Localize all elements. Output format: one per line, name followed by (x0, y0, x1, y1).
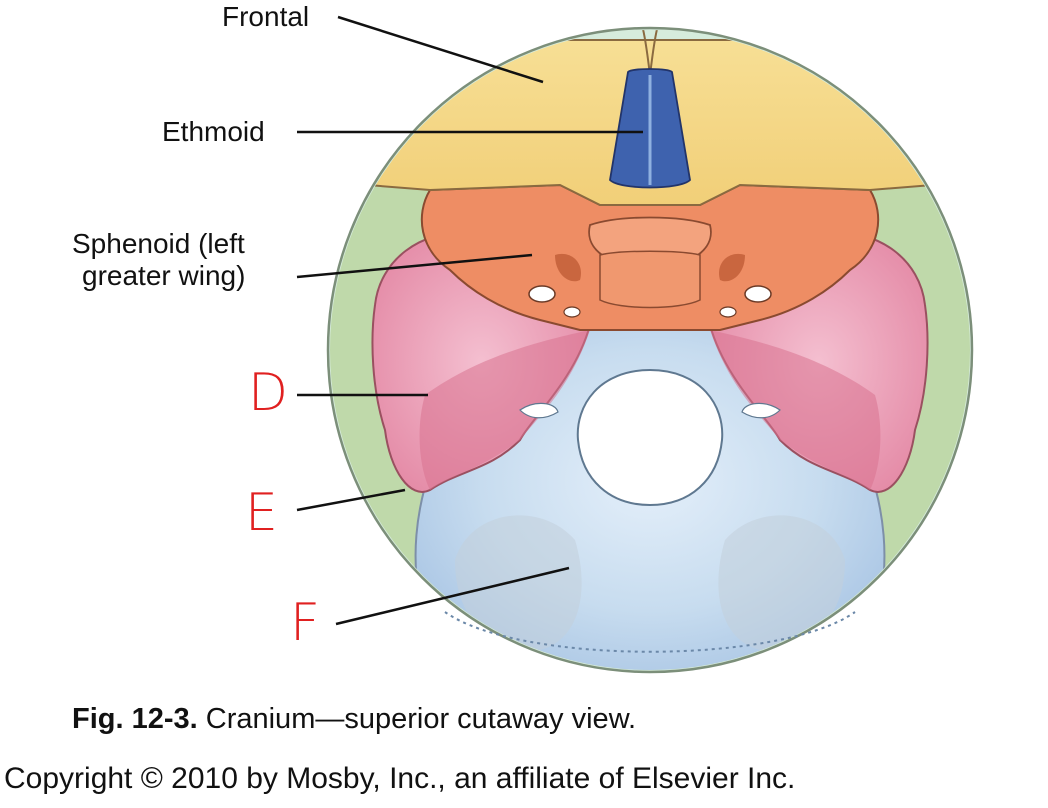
e-leader-line (296, 488, 406, 512)
ethmoid-label: Ethmoid (162, 116, 265, 147)
leader-lines (296, 15, 643, 626)
figure-caption-text: Cranium—superior cutaway view. (197, 703, 637, 735)
handwritten-e-label: E (245, 483, 278, 543)
sphenoid-label-line2: greater wing) (82, 260, 246, 291)
handwritten-d-label: D (248, 363, 289, 423)
copyright-notice: Copyright © 2010 by Mosby, Inc., an affi… (4, 762, 796, 795)
sphenoid-label-line1: Sphenoid (left (72, 228, 245, 259)
foramen-magnum (576, 368, 724, 507)
figure-number: Fig. 12-3. (72, 703, 198, 735)
handwritten-f-label: F (290, 593, 320, 653)
frontal-label: Frontal (222, 1, 310, 32)
frontal-leader-line (337, 15, 544, 84)
sphenoid-leader-line (296, 253, 533, 279)
f-leader-line (335, 566, 570, 626)
sphenoid-label: Sphenoid (left greater wing) (72, 228, 245, 292)
figure-caption: Fig. 12-3. Cranium—superior cutaway view… (72, 703, 636, 736)
